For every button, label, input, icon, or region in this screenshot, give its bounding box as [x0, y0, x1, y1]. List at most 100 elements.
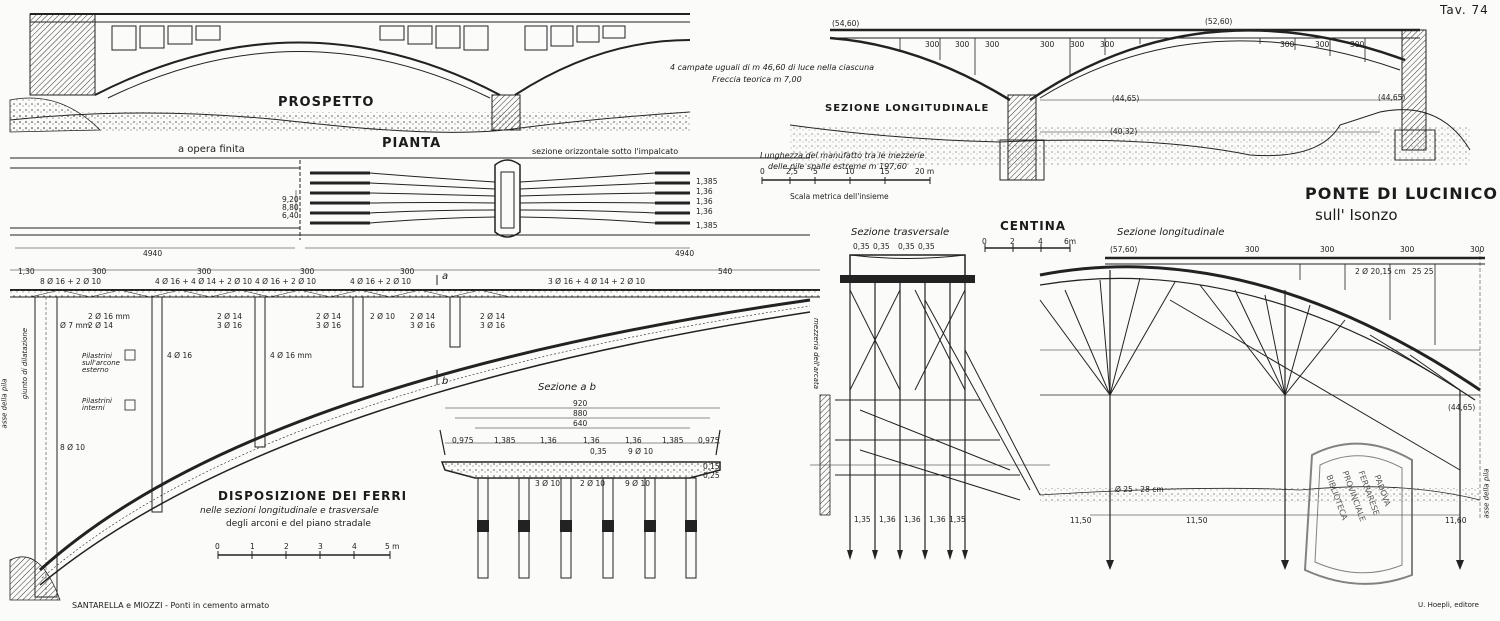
col-label-10: 2 Ø 14: [480, 312, 505, 321]
pilastrini-esterno: Pilastrini sull'arcone esterno: [82, 352, 120, 374]
long-bottom-1: 11,50: [1070, 516, 1092, 525]
trasv-bottom-4: 1,36: [929, 515, 946, 524]
main-subtitle: sull' Isonzo: [1315, 206, 1398, 224]
scale-br-3: 6m: [1064, 237, 1077, 246]
long-level-right: (44,65): [1448, 403, 1476, 412]
title-sez-trasv: Sezione trasversale: [851, 227, 950, 238]
ab-small-1: 0,35: [590, 447, 607, 456]
pilastrini-interni: Pilastrini interni: [82, 397, 112, 412]
ab-mid-6: 1,385: [662, 436, 684, 445]
sezione-ab-title: Sezione a b: [538, 382, 596, 393]
note-lunghezza-1: Lunghezza del manufatto tra le mezzerie: [760, 151, 925, 160]
dim-right-2: 1,36: [696, 187, 713, 196]
rebar-3: 4 Ø 16 + 2 Ø 10: [255, 277, 317, 286]
bay-dim-3: 300: [985, 40, 1000, 49]
level-1: (54,60): [832, 19, 860, 28]
ab-mid-1: 0,975: [452, 436, 474, 445]
col-label-9: 3 Ø 16: [410, 321, 435, 330]
scale-bl-4: 4: [352, 542, 357, 551]
ab-mid-2: 1,385: [494, 436, 516, 445]
col-label-7: 2 Ø 10: [370, 312, 395, 321]
ab-small-2: 2 Ø 10: [580, 479, 605, 488]
bay-dim-9: 300: [1350, 40, 1365, 49]
ab-mid-3: 1,36: [540, 436, 557, 445]
trasv-top-4: 0,35: [918, 242, 935, 251]
top-dim-2: 300: [92, 267, 107, 276]
prospetto-elevation: [9, 13, 691, 133]
title-ferri-3: degli arconi e del piano stradale: [226, 519, 371, 529]
scale-top-4: 15: [880, 167, 890, 176]
ab-small-7: 0,25: [703, 471, 720, 480]
note-arrow: Freccia teorica m 7,00: [712, 75, 802, 84]
centina-trasversale: [810, 244, 1071, 560]
title-prospetto: PROSPETTO: [278, 95, 375, 110]
col-label-3: 2 Ø 14: [217, 312, 242, 321]
col-label-5: 2 Ø 14: [316, 312, 341, 321]
long-bottom-3: 11,60: [1445, 516, 1467, 525]
dim-right-5: 1,385: [696, 221, 718, 230]
dim-side-3: 6,40: [282, 211, 299, 220]
scale-top-2: 5: [813, 167, 818, 176]
title-sez-long-centina: Sezione longitudinale: [1117, 227, 1225, 238]
ab-mid-5: 1,36: [625, 436, 642, 445]
scale-bl-2: 2: [284, 542, 289, 551]
top-dim-1: 1,30: [18, 267, 35, 276]
long-level: (57,60): [1110, 245, 1138, 254]
scale-br-2: 4: [1038, 237, 1043, 246]
bay-dim-1: 300: [925, 40, 940, 49]
plate-number: Tav. 74: [1440, 3, 1489, 17]
ferri-elevation: [9, 269, 820, 601]
col-label-8: 2 Ø 14: [410, 312, 435, 321]
trasv-bottom-2: 1,36: [879, 515, 896, 524]
note-lunghezza-2: delle pile spalle estreme m 197,60: [768, 162, 907, 171]
title-centina: CENTINA: [1000, 219, 1067, 233]
dim-right-1: 1,385: [696, 177, 718, 186]
bay-dim-4: 300: [1040, 40, 1055, 49]
long-dim-4: 300: [1470, 245, 1485, 254]
side-label-2: 4 Ø 16: [167, 351, 192, 360]
bay-dim-5: 300: [1070, 40, 1085, 49]
long-small-1: 2 Ø 20,15 cm: [1355, 267, 1406, 276]
main-title: PONTE DI LUCINICO: [1305, 184, 1498, 203]
dim-side-1: 9,20: [282, 195, 299, 204]
title-sezione-long: SEZIONE LONGITUDINALE: [825, 103, 990, 114]
scale-top-5: 20 m: [915, 167, 935, 176]
mark-b: b: [442, 376, 449, 387]
vertical-giunto: giunto di dilatazione: [21, 327, 30, 400]
col-label-4: 3 Ø 16: [217, 321, 242, 330]
rebar-2: 4 Ø 16 + 4 Ø 14 + 2 Ø 10: [155, 277, 253, 286]
long-bottom-2: 11,50: [1186, 516, 1208, 525]
ab-small-5: 9 Ø 10: [625, 479, 650, 488]
ab-mid-4: 1,36: [583, 436, 600, 445]
trasv-bottom-5: 1,35: [949, 515, 966, 524]
title-pianta: PIANTA: [382, 136, 442, 151]
col-label-11: 3 Ø 16: [480, 321, 505, 330]
rebar-5: 3 Ø 16 + 4 Ø 14 + 2 Ø 10: [548, 277, 646, 286]
vertical-asse-pila: asse della pila: [0, 378, 9, 429]
footer-left: SANTARELLA e MIOZZI - Ponti in cemento a…: [72, 601, 270, 610]
ab-top-2: 880: [573, 409, 588, 418]
ab-small-3: 9 Ø 10: [628, 447, 653, 456]
bay-dim-6: 300: [1100, 40, 1115, 49]
scale-bl-0: 0: [215, 542, 220, 551]
scale-bl-1: 1: [250, 542, 255, 551]
side-label-3: 4 Ø 16 mm: [270, 351, 312, 360]
ab-top-1: 920: [573, 399, 588, 408]
footer-right: U. Hoepli, editore: [1418, 601, 1479, 609]
trasv-top-2: 0,35: [873, 242, 890, 251]
label-sezione-orizz: sezione orizzontale sotto l'impalcato: [532, 147, 679, 156]
col-label-6: 3 Ø 16: [316, 321, 341, 330]
level-3: (44,65): [1112, 94, 1140, 103]
long-dim-2: 300: [1320, 245, 1335, 254]
centina-longitudinale: [1039, 250, 1485, 570]
ab-top-3: 640: [573, 419, 588, 428]
title-ferri-2: nelle sezioni longitudinale e trasversal…: [200, 506, 379, 516]
sezione-longitudinale: [761, 28, 1471, 184]
library-stamp: [1303, 442, 1413, 585]
piles-note: Ø 25 - 28 cm: [1115, 485, 1164, 494]
scale-top-1: 2,5: [786, 167, 798, 176]
ab-small-4: 3 Ø 10: [535, 479, 560, 488]
trasv-top-1: 0,35: [853, 242, 870, 251]
level-2: (52,60): [1205, 17, 1233, 26]
